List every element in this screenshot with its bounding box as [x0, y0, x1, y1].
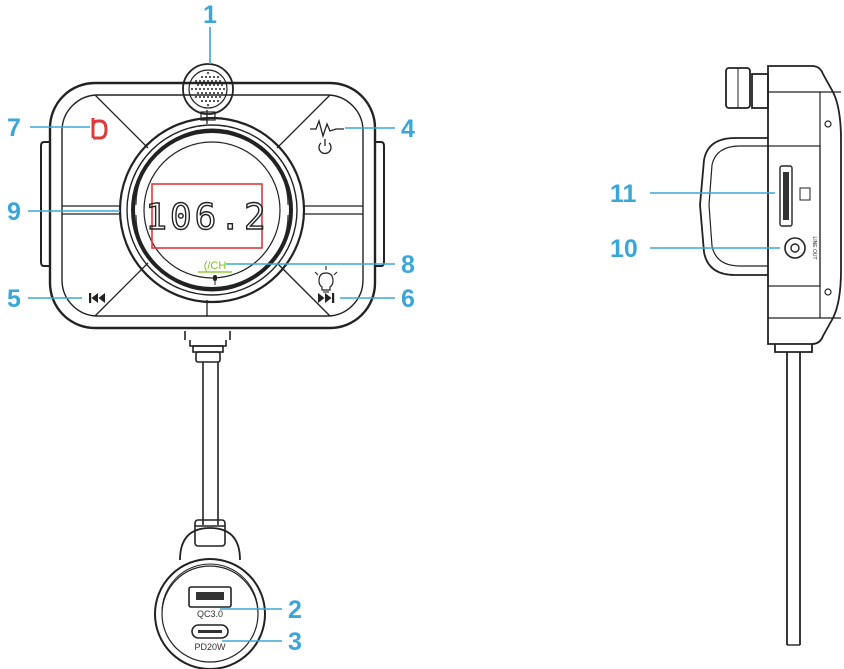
side-cable-collar: [774, 344, 813, 353]
callout-leaders: [28, 27, 780, 642]
callout-4: 4: [401, 115, 415, 143]
callout-8: 8: [401, 251, 415, 279]
mic-icon: [213, 275, 217, 285]
callout-9: 9: [7, 198, 21, 226]
callout-numbers: 1 2 3 4 5 6 7 8 9 10 11: [7, 1, 638, 656]
line-out-jack: [784, 237, 806, 259]
bass-boost-icon[interactable]: [91, 118, 108, 140]
usb-c-port: [191, 624, 229, 639]
next-track-icon[interactable]: [318, 293, 335, 303]
tf-card-icon: [799, 187, 811, 201]
light-bulb-icon[interactable]: [314, 266, 338, 293]
left-side-tab: [40, 141, 50, 267]
callout-11: 11: [610, 180, 637, 208]
ch-label: (/CH: [204, 260, 227, 272]
cable-collar: [194, 519, 226, 547]
side-main-body: [767, 65, 842, 345]
frequency-readout: 106.2: [145, 197, 268, 238]
microphone-grille-icon: [182, 63, 234, 121]
callout-3: 3: [288, 628, 302, 656]
line-out-label: LINE OUT: [811, 236, 817, 259]
qc-label: QC3.0: [197, 609, 223, 619]
button-segment-lines: [62, 94, 363, 317]
callout-7: 7: [7, 114, 21, 142]
device-body-outer: [48, 81, 377, 330]
power-icon[interactable]: [318, 139, 332, 155]
knob-outer-ring: [118, 116, 306, 304]
callout-2: 2: [288, 596, 302, 624]
front-view-device: 106.2 (/CH: [40, 63, 385, 669]
cable-neck: [184, 331, 231, 525]
usb-charger-plug: [154, 527, 266, 669]
previous-track-icon[interactable]: [89, 293, 105, 303]
callout-1: 1: [203, 1, 217, 29]
knob-bevel-bottom: [135, 214, 289, 292]
callout-6: 6: [401, 285, 415, 313]
side-knob-profile: [699, 137, 768, 276]
usb-c-port-tongue: [198, 630, 222, 633]
knob-bevel-top: [135, 128, 289, 206]
knob-face: [143, 141, 281, 279]
usb-a-port-tongue: [196, 592, 224, 600]
side-view-device: [699, 65, 842, 646]
tf-card-slot: [779, 165, 793, 227]
knob-ring-3: [131, 129, 293, 291]
callout-5: 5: [7, 285, 21, 313]
callout-10: 10: [610, 235, 638, 263]
usb-a-port: [188, 586, 232, 608]
side-port-panel: [767, 145, 821, 287]
right-side-tab: [375, 141, 385, 267]
pd-label: PD20W: [194, 642, 226, 652]
display-highlight-box: [151, 183, 263, 249]
knob-ring-2: [126, 124, 298, 296]
pulse-icon[interactable]: [310, 118, 344, 139]
side-top-stem: [751, 73, 769, 109]
